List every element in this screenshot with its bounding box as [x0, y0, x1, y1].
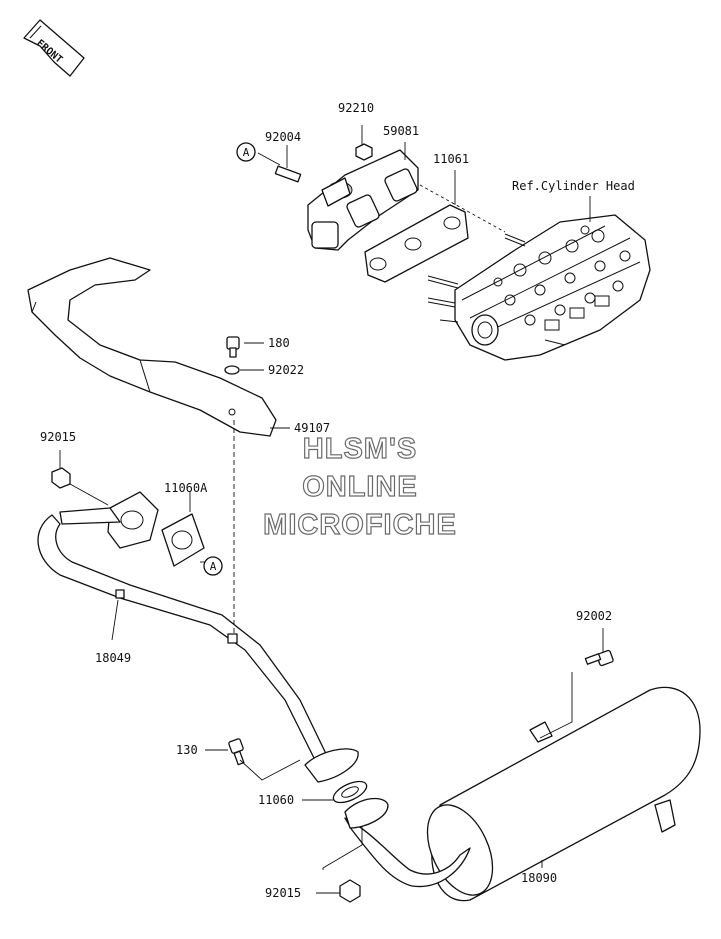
nut-92015-bottom	[339, 879, 361, 903]
label-92002: 92002	[576, 609, 612, 623]
nut-92210	[355, 143, 373, 161]
watermark: HLSM'S ONLINE MICROFICHE	[263, 432, 457, 541]
stud-92004	[274, 165, 302, 183]
cylinder-head	[427, 214, 651, 361]
exhaust-pipe	[37, 507, 359, 783]
label-11060: 11060	[258, 793, 294, 807]
label-18049: 18049	[95, 651, 131, 665]
heat-shield	[27, 257, 277, 437]
watermark-line-3: MICROFICHE	[263, 509, 457, 541]
label-ref-cylinder-head: Ref.Cylinder Head	[512, 179, 635, 193]
callout-marker-a-top: A	[236, 142, 256, 162]
callout-a-text: A	[210, 560, 217, 573]
washer-92022	[224, 365, 240, 375]
bolt-180	[226, 336, 240, 358]
label-92004: 92004	[265, 130, 301, 144]
nut-92015-top	[51, 467, 71, 489]
label-11061: 11061	[433, 152, 469, 166]
muffler	[344, 686, 701, 902]
label-11060A: 11060A	[164, 481, 208, 495]
label-59081: 59081	[383, 124, 419, 138]
watermark-line-1: HLSM'S	[303, 433, 417, 465]
front-arrow-badge: FRONT	[23, 19, 85, 77]
label-180: 180	[268, 336, 290, 350]
label-92015-top: 92015	[40, 430, 76, 444]
label-92022: 92022	[268, 363, 304, 377]
gasket-11060A	[161, 513, 205, 567]
bolt-130	[228, 738, 245, 766]
label-18090: 18090	[521, 871, 557, 885]
label-92210: 92210	[338, 101, 374, 115]
watermark-line-2: ONLINE	[302, 471, 418, 503]
label-49107: 49107	[294, 421, 330, 435]
bolt-92002	[584, 649, 614, 667]
exhaust-manifold	[307, 149, 419, 251]
callout-marker-a-bottom: A	[203, 556, 223, 576]
manifold-gasket	[364, 204, 469, 283]
leader-lines	[59, 125, 604, 894]
label-92015-bottom: 92015	[265, 886, 301, 900]
part-labels: 92004 92210 59081 11061 Ref.Cylinder Hea…	[40, 101, 635, 900]
callout-a-text: A	[243, 146, 250, 159]
pipe-flange	[107, 491, 159, 549]
label-130: 130	[176, 743, 198, 757]
